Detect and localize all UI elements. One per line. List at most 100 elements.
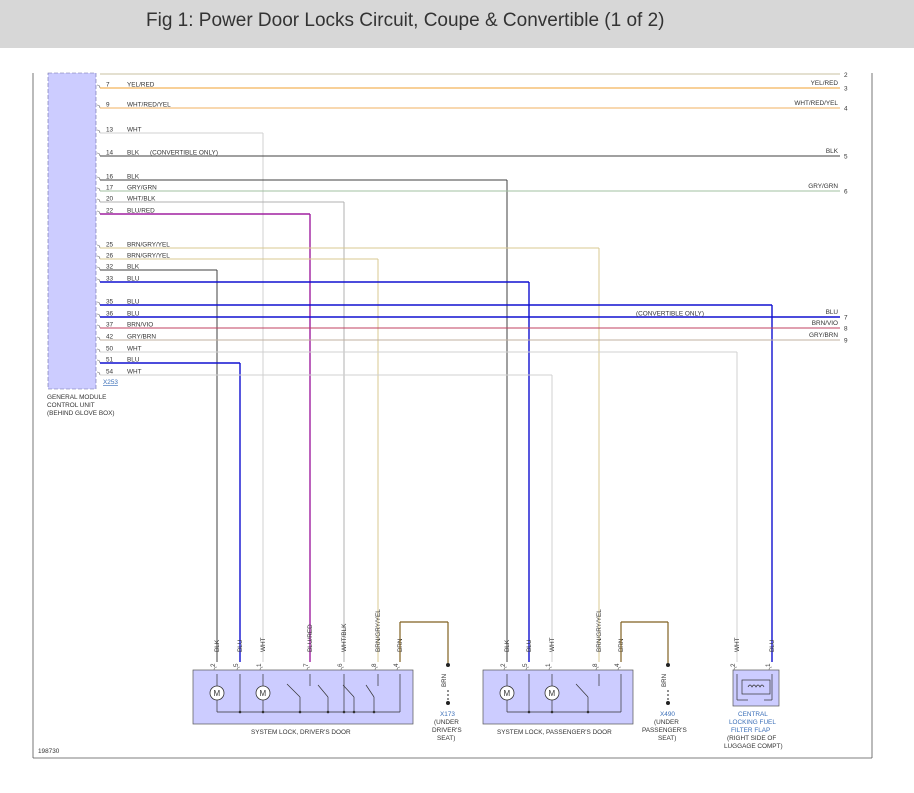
pin-bracket (595, 666, 600, 671)
x490-line-1: (UNDER (654, 719, 679, 726)
fuel-flap-wire-2: WHT (734, 637, 741, 652)
pin-bracket (96, 176, 101, 181)
x490-id: X490 (660, 711, 675, 718)
drivers-wire-5: BLU (237, 639, 244, 652)
pin-bracket (96, 210, 101, 215)
drivers-pin-4: 4 (393, 663, 400, 667)
wire-offsheet-36: 7 (844, 315, 848, 322)
wire-dest-17: GRY/GRN (808, 183, 838, 190)
drivers-wire-2: BLK (214, 639, 221, 652)
x490-line-2: PASSENGER'S (642, 727, 687, 734)
passenger-pin-2: 2 (500, 663, 507, 667)
drivers-pin-5: 5 (233, 663, 240, 667)
wire-color-26: BRN/GRY/YEL (127, 253, 170, 260)
wire-offsheet-7: 3 (844, 86, 848, 93)
passenger-door-lock: M M SYSTEM LOCK, PASSENGER'S DOOR (482, 669, 634, 736)
module-label: GENERAL MODULE CONTROL UNIT (BEHIND GLOV… (47, 394, 114, 417)
drivers-pin-8: 8 (371, 663, 378, 667)
wire-offsheet-9: 4 (844, 106, 848, 113)
fuel-filter-flap: CENTRAL LOCKING FUEL FILTER FLAP (RIGHT … (724, 669, 783, 750)
pin-bracket (96, 324, 101, 329)
wire-color-54: WHT (127, 369, 142, 376)
fuel-flap-line-2: LOCKING FUEL (729, 719, 776, 726)
pin-bracket (374, 666, 379, 671)
wire-pin-37: 37 (106, 322, 114, 329)
pin-bracket (96, 129, 101, 134)
wire-pin-9: 9 (106, 102, 110, 109)
wire-pin-14: 14 (106, 150, 114, 157)
x173-line-3: SEAT) (437, 735, 455, 742)
wire-pin-7: 7 (106, 82, 110, 89)
fuel-flap-location-1: (RIGHT SIDE OF (727, 735, 776, 742)
drivers-lock-body (192, 669, 414, 725)
pin-bracket (96, 348, 101, 353)
wire-color-51: BLU (127, 357, 140, 364)
module-name-line-1: GENERAL MODULE (47, 394, 106, 401)
x173-id: X173 (440, 711, 455, 718)
pin-bracket (96, 266, 101, 271)
wire-pin-42: 42 (106, 334, 114, 341)
pin-bracket (236, 666, 241, 671)
fuel-flap-wire-1: BLU (769, 639, 776, 652)
wire-dest-9: WHT/RED/YEL (794, 100, 838, 107)
passenger-lock-label: SYSTEM LOCK, PASSENGER'S DOOR (497, 729, 612, 736)
figure-title: Fig 1: Power Door Locks Circuit, Coupe &… (146, 10, 665, 31)
wire-pin-50: 50 (106, 346, 114, 353)
wire-color-7: YEL/RED (127, 82, 155, 89)
wire-color-36: BLU (127, 311, 140, 318)
wire-color-25: BRN/GRY/YEL (127, 242, 170, 249)
fuel-flap-pin-2: 2 (730, 663, 737, 667)
wire-pin-20: 20 (106, 196, 114, 203)
drivers-motor-1-label: M (214, 689, 221, 698)
pin-bracket (548, 666, 553, 671)
wire-pin-16: 16 (106, 174, 114, 181)
pin-bracket (259, 666, 264, 671)
wire-dest-37: BRN/VIO (812, 320, 838, 327)
pin-bracket (96, 371, 101, 376)
fuel-flap-line-3: FILTER FLAP (731, 727, 770, 734)
pin-bracket (96, 84, 101, 89)
pin-bracket (96, 198, 101, 203)
pin-bracket (768, 666, 773, 671)
pin-bracket (96, 359, 101, 364)
pin-bracket (96, 152, 101, 157)
pin-bracket (617, 666, 622, 671)
passenger-pin-5: 5 (522, 663, 529, 667)
wire-pin-25: 25 (106, 242, 114, 249)
wire-color-37: BRN/VIO (127, 322, 153, 329)
pin-bracket (396, 666, 401, 671)
pin-bracket (503, 666, 508, 671)
passenger-wire-1: WHT (549, 637, 556, 652)
module-name-line-3: (BEHIND GLOVE BOX) (47, 410, 114, 417)
wire-color-9: WHT/RED/YEL (127, 102, 171, 109)
wire-dest-7: YEL/RED (811, 80, 839, 87)
wire-pin-36: 36 (106, 311, 114, 318)
wire-pin-54: 54 (106, 369, 114, 376)
drivers-pin-2: 2 (210, 663, 217, 667)
drivers-wire-7: BLU/RED (307, 624, 314, 652)
wire-offsheet-42: 9 (844, 338, 848, 345)
drivers-pin-6: 6 (337, 663, 344, 667)
drivers-wire-6: WHT/BLK (341, 623, 348, 652)
drivers-pin-1: 1 (256, 663, 263, 667)
wire-color-16: BLK (127, 174, 140, 181)
pin-bracket (96, 104, 101, 109)
wire-pin-26: 26 (106, 253, 114, 260)
wire-color-22: BLU/RED (127, 208, 155, 215)
drivers-motor-2-label: M (260, 689, 267, 698)
x173-line-2: DRIVER'S (432, 727, 462, 734)
ground-x173: BRN X173 (UNDER DRIVER'S SEAT) (399, 621, 462, 742)
wire-pin-33: 33 (106, 276, 114, 283)
passenger-wire-8: BRN/GRY/YEL (596, 609, 603, 652)
passenger-pin-1: 1 (545, 663, 552, 667)
pin-bracket (525, 666, 530, 671)
x490-line-3: SEAT) (658, 735, 676, 742)
ground-x490: BRN X490 (UNDER PASSENGER'S SEAT) (620, 621, 687, 742)
passenger-motor-2-label: M (549, 689, 556, 698)
wire-pin-13: 13 (106, 127, 114, 134)
figure-header: Fig 1: Power Door Locks Circuit, Coupe &… (0, 0, 914, 48)
wire-color-17: GRY/GRN (127, 185, 157, 192)
passenger-wire-2: BLK (504, 639, 511, 652)
module-connector-id[interactable]: X253 (103, 379, 118, 386)
offsheet-number-2: 2 (844, 72, 848, 79)
